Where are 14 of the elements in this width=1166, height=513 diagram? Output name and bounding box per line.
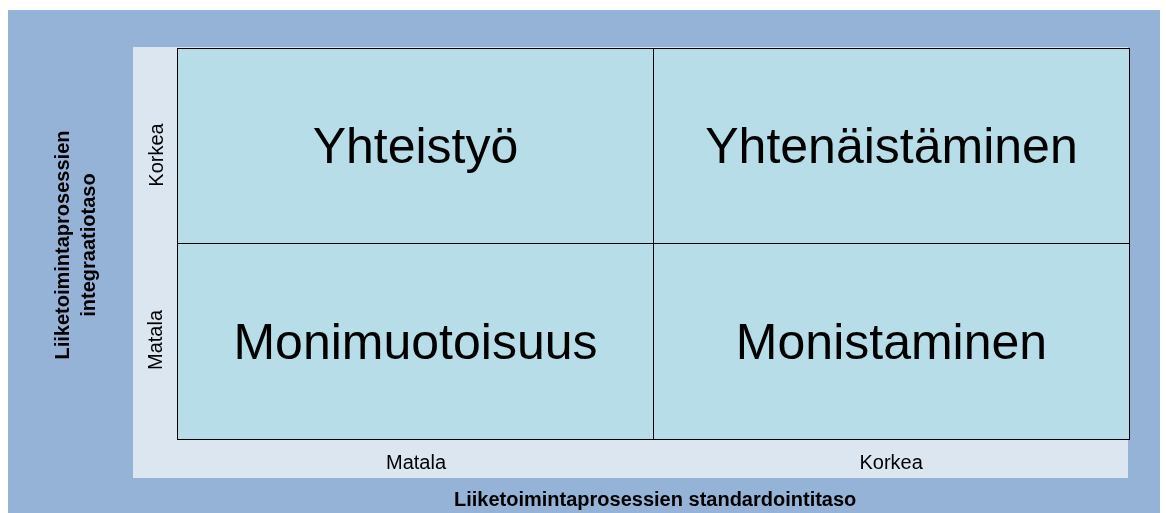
axis-title: Liiketoimintaprosessien integraatiotaso — [50, 129, 100, 362]
quadrant-cell — [177, 243, 654, 440]
quadrant-label: Yhteistyö — [312, 117, 519, 175]
quadrant-label: Monistaminen — [735, 312, 1048, 371]
quadrant-cell — [653, 48, 1130, 244]
quadrant-label: Monimuotoisuus — [233, 312, 598, 371]
quadrant-label: Yhtenäistäminen — [705, 117, 1078, 175]
quadrant-cell — [177, 48, 654, 244]
axis-tick-label: Matala — [143, 310, 167, 370]
axis-tick-label: Matala — [386, 450, 447, 475]
axis-title: Liiketoimintaprosessien standardointitaso — [454, 487, 857, 512]
axis-tick-label: Korkea — [859, 450, 923, 475]
axis-tick-label: Korkea — [143, 123, 168, 187]
quadrant-cell — [653, 243, 1130, 440]
